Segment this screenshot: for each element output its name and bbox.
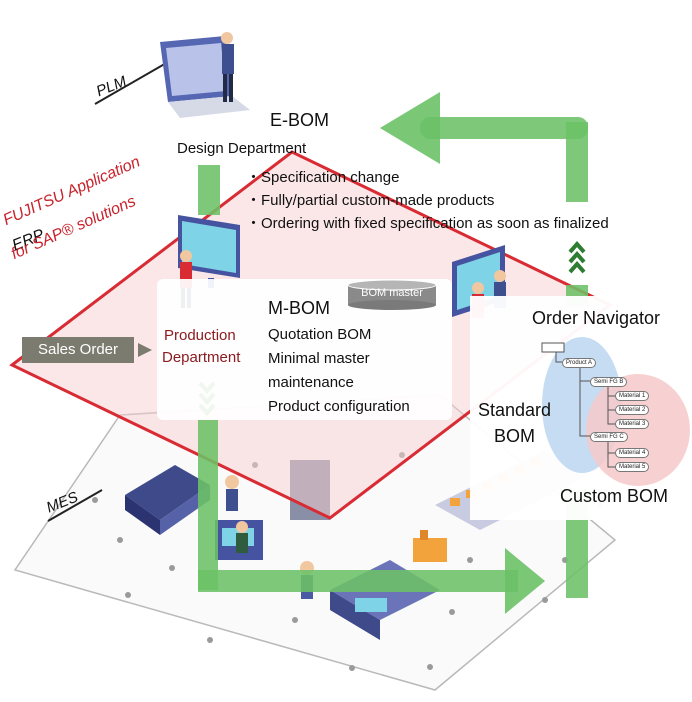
mes-line — [47, 489, 103, 522]
tree-node-material-5: Material 5 — [615, 462, 650, 472]
order-navigator-title: Order Navigator — [532, 308, 661, 328]
ebom-bullet-2: ・Fully/partial custom-made products — [246, 192, 495, 209]
tree-node-material-2: Material 2 — [615, 405, 650, 415]
mbom-item-3: maintenance — [268, 374, 354, 391]
ebom-bullet-3: ・Ordering with fixed specification as so… — [246, 215, 609, 232]
tree-node-material-1: Material 1 — [615, 391, 650, 401]
custom-bom-region — [586, 374, 690, 486]
arrow-right-icon — [138, 343, 152, 357]
mbom-title: M-BOM — [268, 298, 330, 318]
bom-master-cylinder: BOM master — [347, 279, 437, 310]
standard-bom-label-line2: BOM — [494, 426, 536, 446]
mbom-item-4: Product configuration — [268, 398, 410, 415]
custom-bom-label: Custom BOM — [560, 486, 669, 506]
tree-node-material-3: Material 3 — [615, 419, 650, 429]
up-chevrons — [568, 240, 586, 274]
standard-bom-label-line1: Standard — [478, 400, 552, 420]
bom-master-label: BOM master — [361, 287, 423, 299]
plm-laptop-illustration — [160, 32, 250, 118]
production-computer-illustration — [178, 215, 240, 308]
ebom-title: E-BOM — [270, 110, 330, 130]
tree-node-semi-c: Semi FG C — [590, 432, 628, 442]
flow-loop-arrows — [198, 92, 588, 614]
sales-order-badge: Sales Order — [22, 337, 134, 363]
ebom-bullet-1: ・Specification change — [246, 169, 400, 186]
database-icon — [347, 279, 437, 310]
production-department-line2: Department — [162, 349, 241, 366]
mbom-item-2: Minimal master — [268, 350, 370, 367]
plm-line — [94, 57, 176, 105]
tree-node-product: Product A — [562, 358, 597, 368]
production-department-line1: Production — [164, 327, 236, 344]
root-node — [541, 342, 565, 353]
tree-node-material-4: Material 4 — [615, 448, 650, 458]
tree-node-semi-b: Semi FG B — [590, 377, 628, 387]
design-department-label: Design Department — [177, 140, 307, 157]
mbom-item-1: Quotation BOM — [268, 326, 372, 343]
